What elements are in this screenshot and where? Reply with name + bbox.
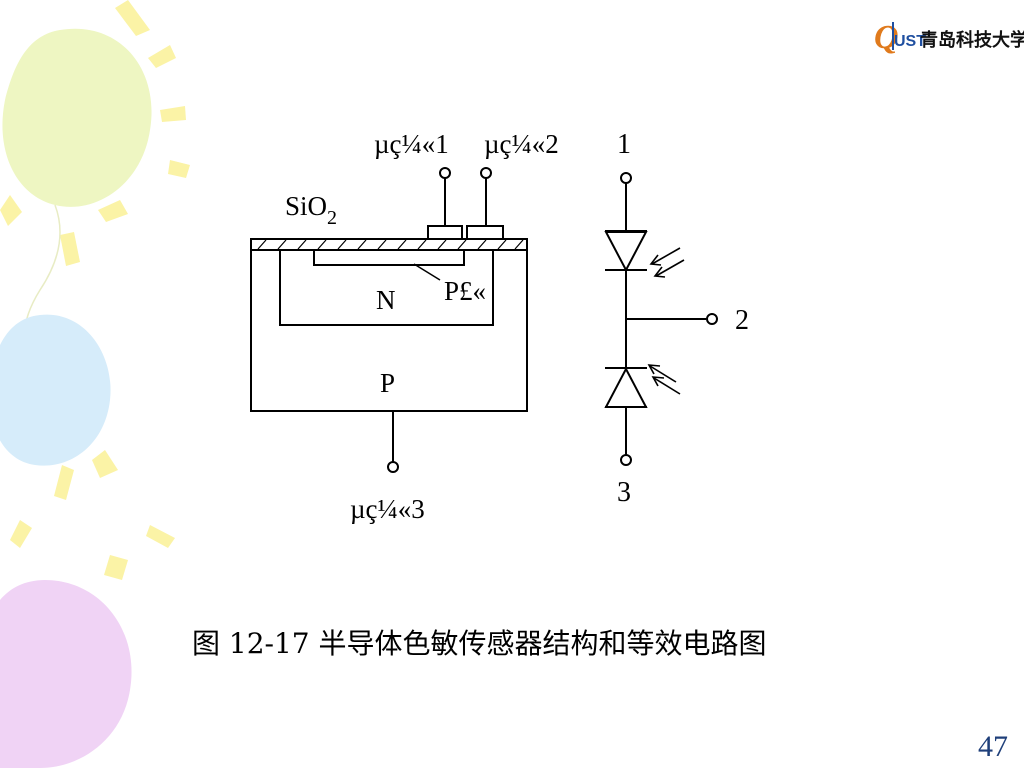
terminal-circle-1 <box>439 167 451 179</box>
circuit-label-3: 3 <box>617 477 631 508</box>
balloon-purple <box>0 580 132 768</box>
p-plus-leader <box>413 263 441 281</box>
photodiode-upper <box>604 230 648 273</box>
p-plus-label: P£« <box>444 276 486 306</box>
photodiode-lower <box>604 366 648 408</box>
electrode-1-label: µç¼«1 <box>374 129 449 159</box>
electrode-2-label: µç¼«2 <box>484 129 559 159</box>
p-plus-region <box>313 249 465 266</box>
n-region-label: N <box>376 285 396 315</box>
university-logo: Q UST 青岛科技大学 <box>874 19 1024 56</box>
page-number: 47 <box>978 730 1008 763</box>
terminal-circle-3 <box>387 461 399 473</box>
contact-1 <box>427 225 463 240</box>
circuit-terminal-1 <box>620 172 632 184</box>
circuit-label-2: 2 <box>735 305 749 336</box>
circuit-label-1: 1 <box>617 129 631 160</box>
figure-caption: 图 12-17 半导体色敏传感器结构和等效电路图 <box>192 627 767 660</box>
oxide-label-subscript: 2 <box>327 207 337 229</box>
equivalent-circuit <box>604 172 718 466</box>
electrode-3-label: µç¼«3 <box>350 494 425 524</box>
circuit-labels: 1 2 3 <box>617 129 749 508</box>
terminal-circle-2 <box>480 167 492 179</box>
university-name: 青岛科技大学 <box>920 29 1024 51</box>
sensor-structure <box>250 167 528 473</box>
structure-labels: µç¼«1 µç¼«2 SiO2 N P£« P µç¼«3 <box>285 129 559 524</box>
light-arrows-upper <box>649 247 685 278</box>
qust-logo-mark: Q UST <box>874 19 926 56</box>
circuit-terminal-2 <box>706 313 718 325</box>
balloon-green <box>2 28 152 361</box>
oxide-hatching <box>257 239 524 250</box>
background-decoration <box>0 0 190 768</box>
oxide-label-main: SiO <box>285 191 327 221</box>
light-arrows-lower <box>647 364 681 395</box>
balloon-blue <box>0 314 111 466</box>
p-substrate-label: P <box>380 368 395 398</box>
contact-2 <box>466 225 504 240</box>
svg-text:UST: UST <box>894 33 926 50</box>
sun-rays <box>0 0 190 580</box>
oxide-label: SiO2 <box>285 191 337 229</box>
svg-text:Q: Q <box>874 19 899 56</box>
circuit-terminal-3 <box>620 454 632 466</box>
